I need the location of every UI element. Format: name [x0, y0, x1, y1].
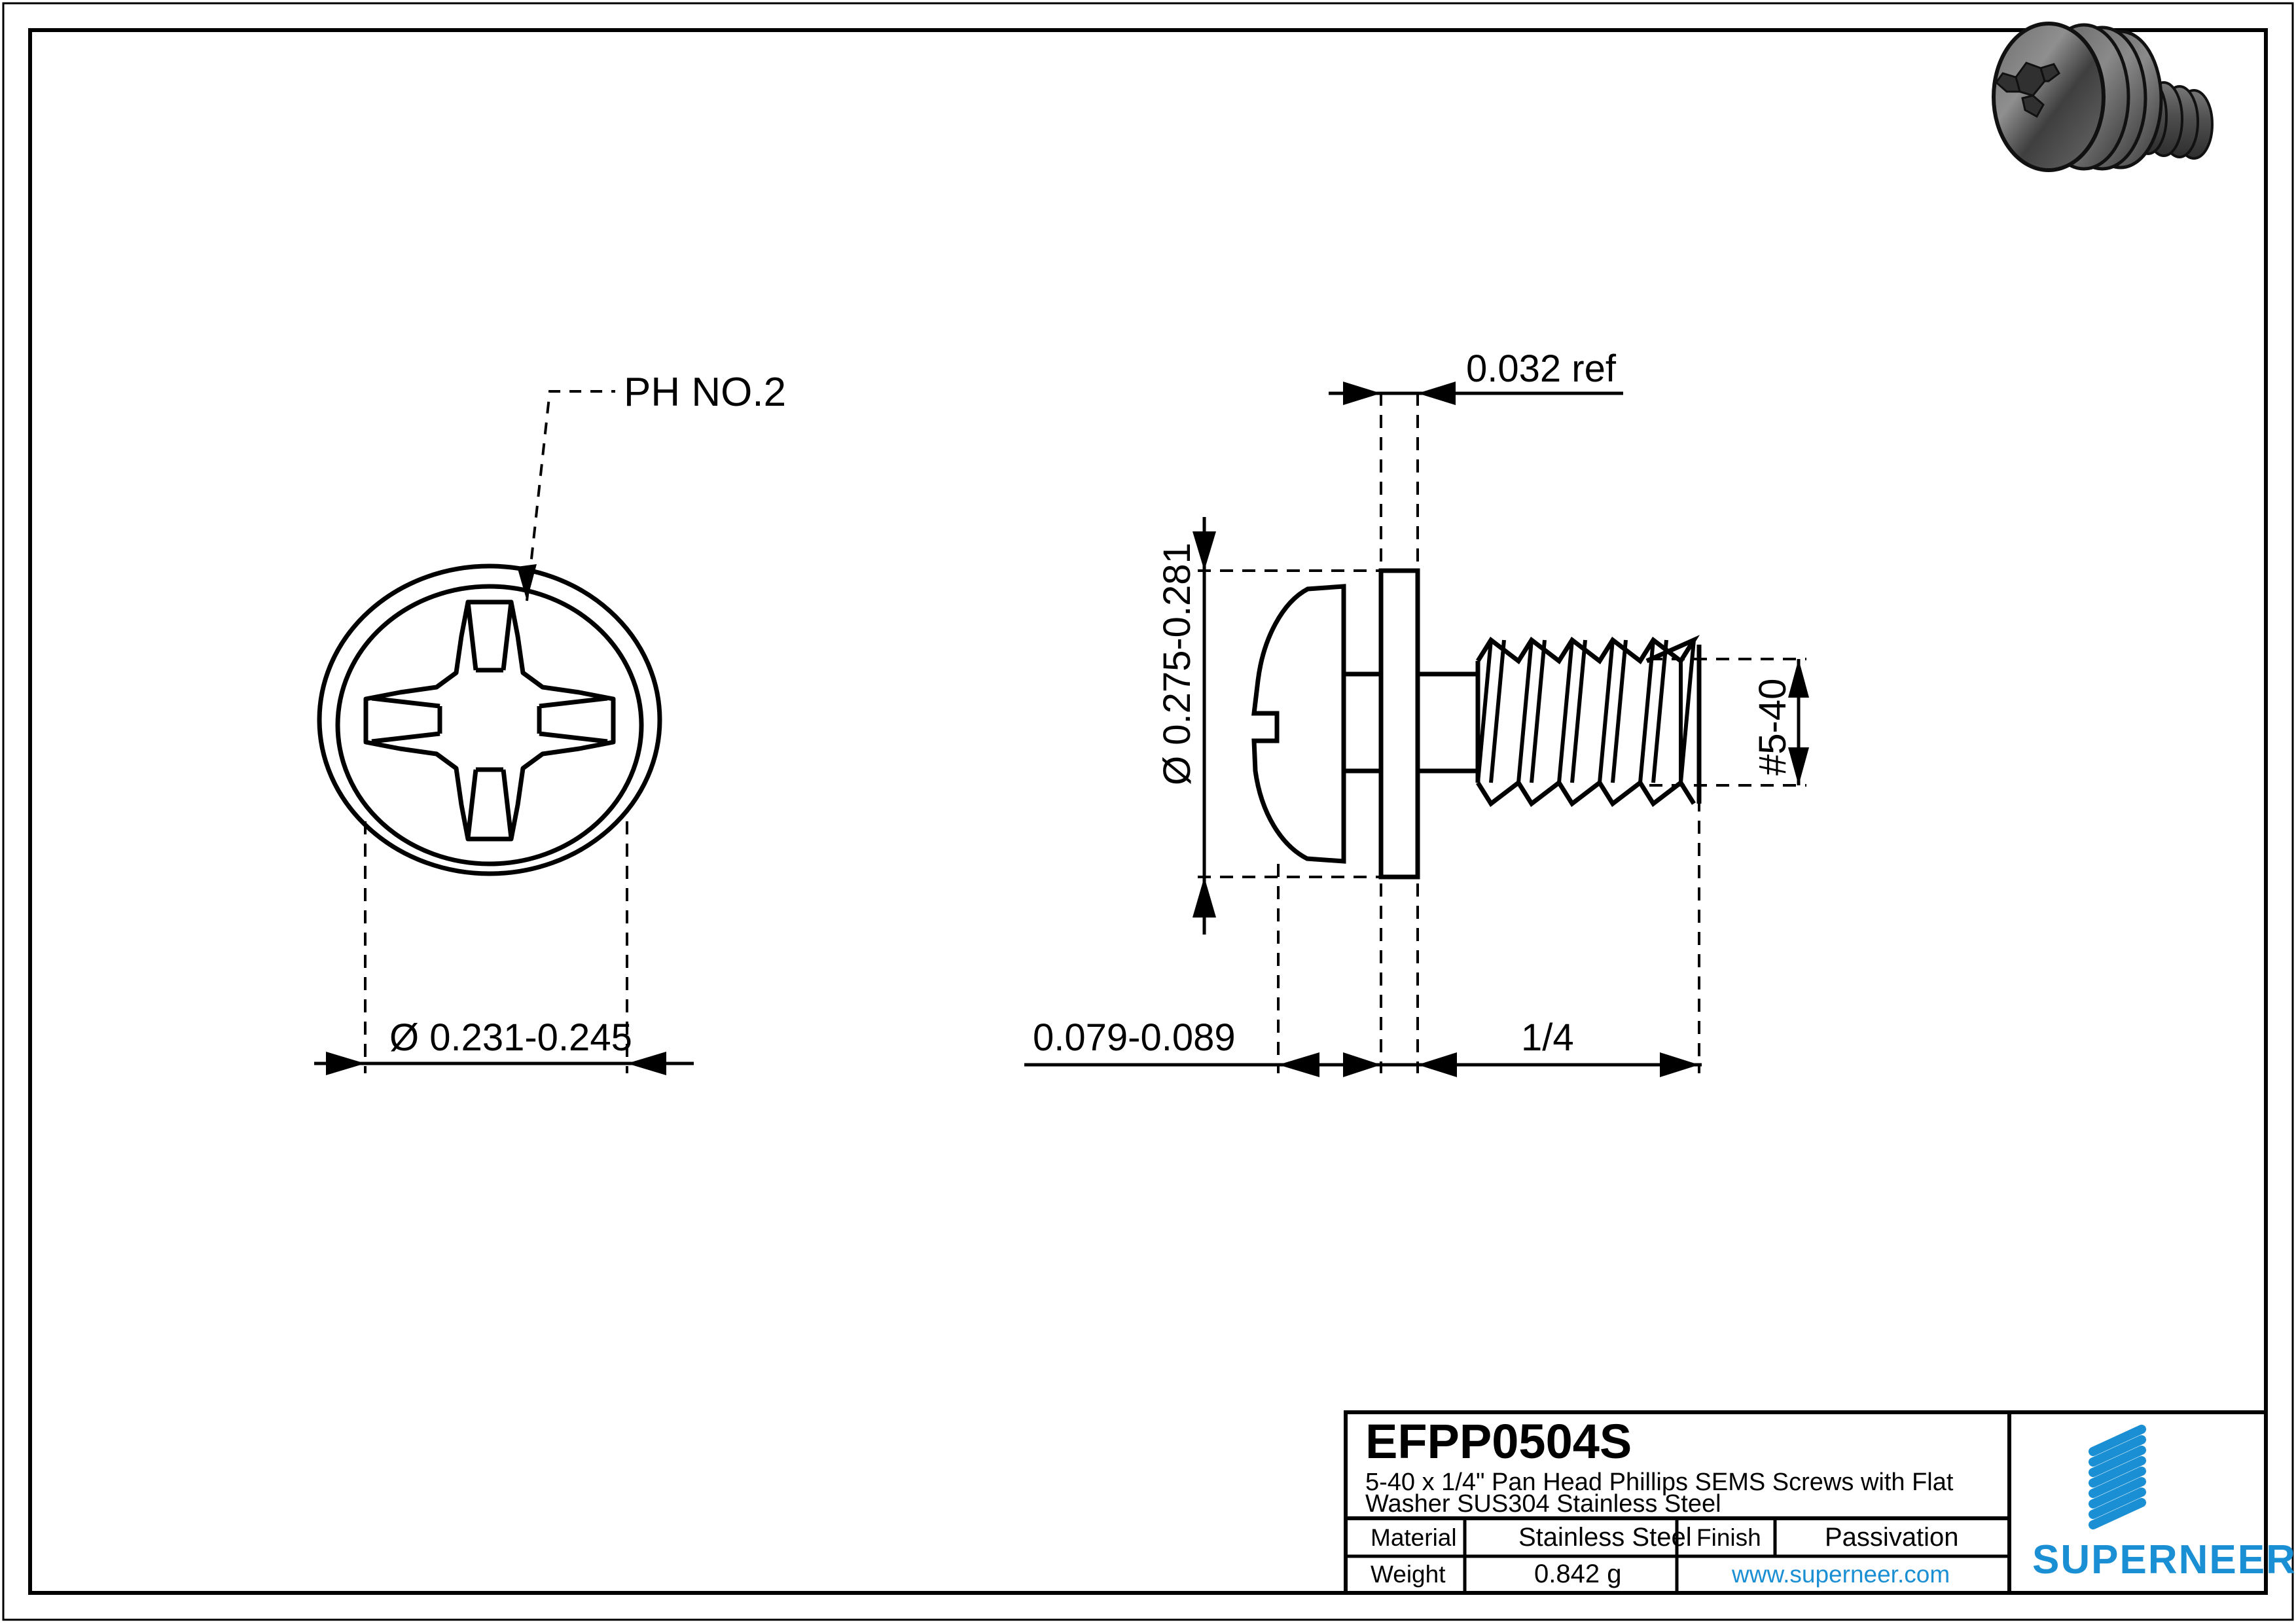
dim-head-diameter-side: Ø 0.275-0.281: [1156, 517, 1381, 935]
screw-head-circle: [335, 584, 644, 866]
dim-bottom-group: 0.079-0.089 1/4: [1024, 798, 1702, 1077]
dim-arrow-thread-length-left: [1418, 1052, 1457, 1077]
brand-logo-mark: [2089, 1425, 2146, 1529]
brand-wordmark: SUPERNEER: [2032, 1537, 2296, 1582]
dim-label-head-diameter: Ø 0.231-0.245: [389, 1016, 632, 1059]
weight-value: 0.842 g: [1534, 1560, 1621, 1588]
dim-arrow-washer-right: [1418, 382, 1456, 405]
ph-callout-label: PH NO.2: [624, 370, 786, 415]
render-3d-screw: [1992, 22, 2214, 172]
front-view: PH NO.2 Ø 0.231-0.245: [314, 370, 786, 1075]
ph-callout-leader: [517, 390, 615, 601]
material-label: Material: [1371, 1524, 1457, 1551]
weight-label: Weight: [1371, 1561, 1446, 1588]
render-pan-head: [1992, 22, 2106, 172]
finish-value: Passivation: [1825, 1523, 1959, 1552]
dim-thread-size: #5-40: [1649, 658, 1809, 787]
dim-arrow-head-top: [1193, 531, 1216, 571]
part-description-line-2: Washer SUS304 Stainless Steel: [1365, 1490, 1721, 1518]
dim-arrow-right: [627, 1052, 666, 1075]
title-block: EFPP0504S 5-40 x 1/4" Pan Head Phillips …: [1344, 1410, 2296, 1595]
dim-arrow-thread-top: [1788, 659, 1809, 698]
dim-arrow-washer-left: [1343, 382, 1381, 405]
leader-arrowhead: [517, 564, 537, 601]
dim-label-washer-thickness: 0.032 ref: [1466, 348, 1617, 390]
drawing-frame: [28, 28, 2268, 1595]
material-value: Stainless Steel: [1518, 1523, 1692, 1552]
dim-arrow-left: [326, 1052, 365, 1075]
dim-label-thread-length: 1/4: [1521, 1016, 1574, 1059]
part-description-line-1: 5-40 x 1/4" Pan Head Phillips SEMS Screw…: [1365, 1469, 1954, 1496]
pan-head-profile: [1251, 584, 1346, 864]
side-view: 0.032 ref Ø 0.275-0.281 #5-40: [1024, 348, 1809, 1077]
dim-label-head-height: 0.079-0.089: [1033, 1016, 1236, 1059]
render-phillips-recess: [1994, 62, 2060, 118]
dim-label-thread-size: #5-40: [1751, 679, 1794, 776]
dim-arrow-head-bottom: [1193, 877, 1216, 918]
threaded-shank: [1475, 635, 1702, 808]
part-number: EFPP0504S: [1365, 1414, 1632, 1469]
dim-label-head-diameter-side: Ø 0.275-0.281: [1156, 543, 1198, 785]
dim-arrow-thread-bottom: [1788, 747, 1809, 785]
dim-arrow-washer-face-left: [1343, 1052, 1381, 1077]
website-link[interactable]: www.superneer.com: [1731, 1561, 1950, 1588]
dim-arrow-head-height-right: [1278, 1052, 1319, 1077]
dim-washer-thickness: 0.032 ref: [1329, 348, 1623, 564]
finish-label: Finish: [1696, 1524, 1761, 1551]
phillips-cross-recess: [363, 599, 616, 842]
dim-arrow-thread-length-right: [1660, 1052, 1699, 1077]
washer-outer-circle: [317, 563, 662, 876]
flat-washer-profile: [1378, 568, 1420, 880]
